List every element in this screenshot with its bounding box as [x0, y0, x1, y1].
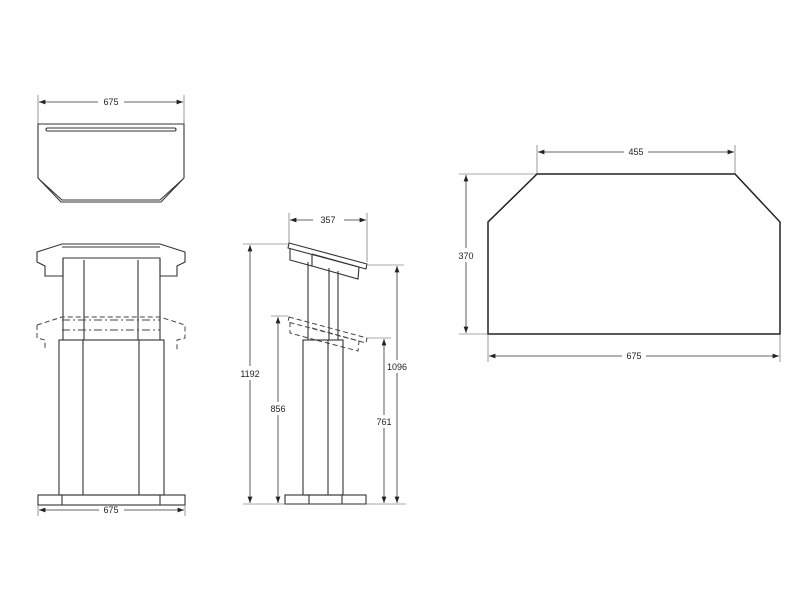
desk-plan-view: 455 370 675 — [458, 145, 781, 362]
top-view-width-label: 675 — [103, 97, 118, 107]
top-view: 675 — [37, 95, 185, 203]
front-view: 675 — [36, 243, 186, 516]
side-view-min-height-label: 856 — [270, 404, 285, 414]
top-view-outline — [37, 123, 185, 203]
desk-plan-outline — [487, 173, 781, 335]
front-view-width-label: 675 — [103, 505, 118, 515]
front-view-top-cap — [36, 243, 186, 277]
side-view: 357 1192 856 1096 761 — [240, 213, 407, 505]
side-view-min-front-height-label: 761 — [376, 417, 391, 427]
side-view-max-height-label: 1192 — [240, 369, 259, 379]
side-view-max-front-height-label: 1096 — [387, 362, 407, 372]
top-view-slot — [45, 127, 177, 132]
front-view-base — [37, 494, 186, 506]
desk-plan-bottom-width-label: 675 — [626, 351, 641, 361]
desk-plan-top-width-label: 455 — [628, 147, 643, 157]
side-view-depth-label: 357 — [320, 215, 335, 225]
side-view-column — [302, 339, 344, 496]
side-view-desk — [287, 242, 368, 270]
front-view-column — [58, 339, 165, 496]
desk-plan-depth-label: 370 — [458, 251, 473, 261]
side-view-base — [284, 494, 367, 505]
